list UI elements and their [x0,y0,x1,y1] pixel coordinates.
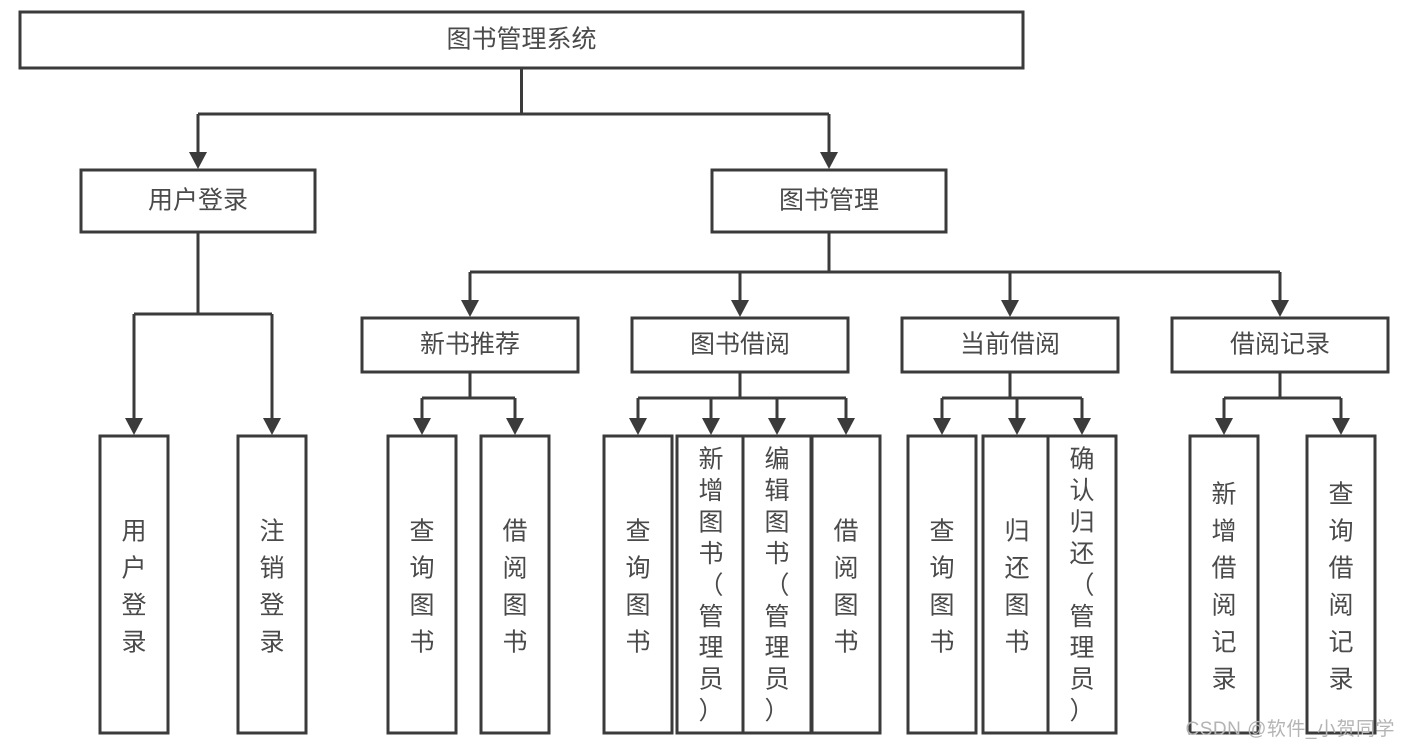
edge-group-root [189,68,838,169]
node-label: 查询借阅记录 [1328,480,1353,693]
arrow-head-icon [189,152,207,169]
arrow-head-icon [125,418,143,435]
node-box [710,168,948,234]
arrow-head-icon [731,300,749,317]
node-leaf-return-book[interactable]: 归还图书 [981,434,1053,735]
node-box [630,316,850,374]
node-label: 图书管理系统 [446,26,596,54]
node-layer: 图书管理系统用户登录图书管理新书推荐图书借阅当前借阅借阅记录用户登录注销登录查询… [18,10,1390,735]
arrow-head-icon [461,300,479,317]
arrow-head-icon [629,418,647,435]
node-label: 新书推荐 [420,331,520,359]
node-leaf-borrow-book-1[interactable]: 借阅图书 [479,434,551,735]
node-box [906,434,978,735]
node-box [360,316,580,374]
edge-group-user-login [125,232,281,435]
edge-group-new-book-rec [413,372,524,435]
arrow-head-icon [768,418,786,435]
arrow-head-icon [933,418,951,435]
node-root[interactable]: 图书管理系统 [18,10,1025,70]
node-box [79,168,317,234]
node-box [981,434,1053,735]
node-book-borrow[interactable]: 图书借阅 [630,316,850,374]
node-box [810,434,882,735]
node-leaf-query-book-3[interactable]: 查询图书 [906,434,978,735]
node-leaf-add-record[interactable]: 新增借阅记录 [1188,434,1260,735]
node-label: 用户登录 [148,187,248,215]
node-leaf-query-book-2[interactable]: 查询图书 [602,434,674,735]
node-label: 图书借阅 [690,331,790,359]
arrow-head-icon [837,418,855,435]
node-box [602,434,674,735]
node-box [18,10,1025,70]
edge-group-borrow-record [1215,372,1350,435]
node-label: 编辑图书（管理员） [764,446,789,726]
node-leaf-logout[interactable]: 注销登录 [236,434,308,735]
watermark-label: CSDN @软件_小贺同学 [1185,719,1395,740]
node-box [479,434,551,735]
node-borrow-record[interactable]: 借阅记录 [1170,316,1390,374]
node-leaf-query-book-1[interactable]: 查询图书 [386,434,458,735]
edge-group-current-borrow [933,372,1091,435]
arrow-head-icon [263,418,281,435]
node-current-borrow[interactable]: 当前借阅 [900,316,1120,374]
node-new-book-rec[interactable]: 新书推荐 [360,316,580,374]
node-leaf-confirm-return[interactable]: 确认归还（管理员） [1046,434,1118,735]
node-label: 查询图书 [625,517,650,656]
node-label: 新增图书（管理员） [698,446,723,726]
arrow-head-icon [1271,300,1289,317]
node-label: 当前借阅 [960,331,1060,359]
node-label: 用户登录 [121,517,146,656]
node-user-login[interactable]: 用户登录 [79,168,317,234]
node-box [98,434,170,735]
node-box [386,434,458,735]
node-leaf-edit-book[interactable]: 编辑图书（管理员） [741,434,813,735]
node-box [236,434,308,735]
edge-group-book-manage [461,232,1289,317]
edge-group-book-borrow [629,372,855,435]
node-label: 查询图书 [409,517,434,656]
node-box [741,434,813,735]
node-label: 查询图书 [929,517,954,656]
arrow-head-icon [820,152,838,169]
arrow-head-icon [1215,418,1233,435]
edge-layer [125,68,1350,435]
node-label: 图书管理 [779,187,879,215]
node-label: 新增借阅记录 [1211,480,1236,693]
node-leaf-user-login[interactable]: 用户登录 [98,434,170,735]
node-label: 借阅记录 [1230,331,1330,359]
node-box [1188,434,1260,735]
node-label: 确认归还（管理员） [1069,446,1094,726]
node-label: 借阅图书 [833,517,858,656]
node-box [900,316,1120,374]
arrow-head-icon [1332,418,1350,435]
arrow-head-icon [413,418,431,435]
node-label: 注销登录 [259,517,284,656]
arrow-head-icon [702,418,720,435]
arrow-head-icon [1001,300,1019,317]
node-leaf-borrow-book-2[interactable]: 借阅图书 [810,434,882,735]
arrow-head-icon [1073,418,1091,435]
arrow-head-icon [506,418,524,435]
node-leaf-query-record[interactable]: 查询借阅记录 [1305,434,1377,735]
arrow-head-icon [1008,418,1026,435]
node-leaf-add-book[interactable]: 新增图书（管理员） [675,434,747,735]
node-label: 归还图书 [1004,517,1029,656]
node-box [1305,434,1377,735]
node-book-manage[interactable]: 图书管理 [710,168,948,234]
node-box [1170,316,1390,374]
node-label: 借阅图书 [502,517,527,656]
node-box [1046,434,1118,735]
